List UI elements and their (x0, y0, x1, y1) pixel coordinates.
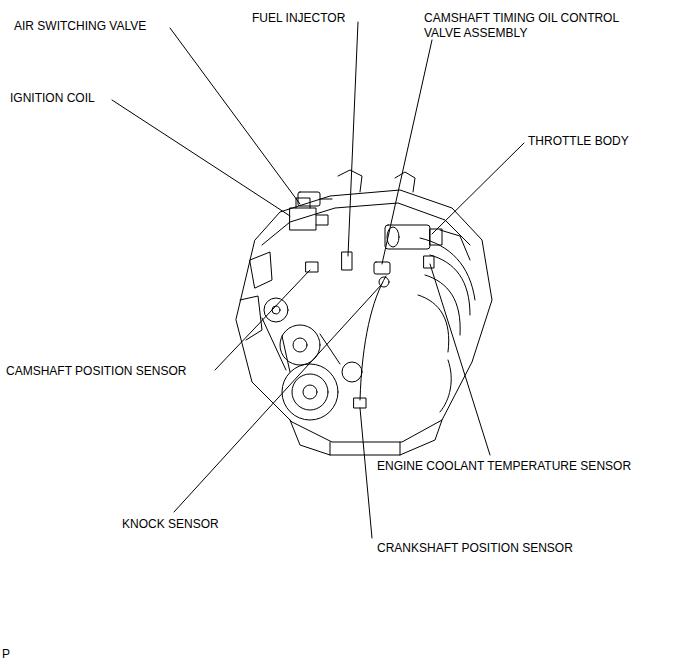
leader-line (170, 28, 300, 204)
sensor-parts (354, 398, 366, 408)
part-label: CAMSHAFT TIMING OIL CONTROL VALVE ASSEMB… (424, 11, 654, 41)
engine-block (236, 190, 492, 442)
engine-block (240, 296, 262, 340)
air-switching-valve (298, 192, 320, 206)
ignition-coil (290, 198, 328, 230)
pulley (342, 362, 362, 382)
pulley (293, 338, 307, 352)
intake-manifold (418, 230, 475, 412)
leader-line (382, 40, 432, 264)
ignition-coil (290, 208, 316, 230)
leader-line (360, 408, 372, 538)
intake-manifold (440, 230, 470, 260)
engine-block (262, 203, 470, 245)
engine-block (330, 442, 400, 455)
pulley (303, 385, 317, 399)
part-label: AIR SWITCHING VALVE (14, 19, 146, 34)
part-label: ENGINE COOLANT TEMPERATURE SENSOR (377, 459, 631, 474)
sensor-parts (306, 252, 434, 408)
sensor-parts (424, 256, 434, 268)
intake-manifold (430, 255, 470, 315)
leader-line (430, 264, 490, 455)
pulley (272, 306, 280, 314)
throttle-body (385, 225, 430, 249)
part-label: CRANKSHAFT POSITION SENSOR (377, 541, 573, 556)
intake-manifold (440, 360, 451, 412)
pulley (282, 364, 338, 420)
leader-line (174, 284, 382, 512)
throttle-body (430, 229, 442, 245)
throttle-body (387, 227, 399, 247)
pulley (262, 318, 340, 372)
engine-block (250, 252, 272, 288)
pulley (262, 298, 362, 420)
sensor-parts (342, 252, 352, 270)
leader-line (215, 270, 310, 370)
leader-line (432, 143, 524, 234)
pulley (292, 374, 328, 410)
part-label: KNOCK SENSOR (122, 517, 219, 532)
leader-line (348, 22, 358, 256)
engine-block (290, 420, 442, 455)
part-label: THROTTLE BODY (528, 134, 629, 149)
sensor-parts (306, 262, 318, 272)
intake-manifold (418, 295, 449, 352)
part-label: CAMSHAFT POSITION SENSOR (6, 364, 186, 379)
leader-line (112, 100, 290, 216)
throttle-body (385, 225, 442, 249)
engine-block (338, 170, 415, 192)
ignition-coil (296, 198, 328, 225)
pulley (264, 298, 288, 322)
part-label: P (2, 647, 10, 660)
air-switching-valve (320, 199, 332, 200)
part-label: FUEL INJECTOR (252, 11, 345, 26)
part-label: IGNITION COIL (10, 91, 95, 106)
air-switching-valve (298, 192, 332, 206)
